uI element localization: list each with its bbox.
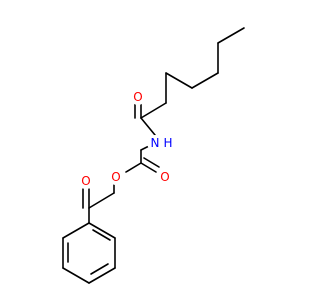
bond-ring-1 xyxy=(88,222,116,239)
ester-oxygen-bg xyxy=(108,169,124,185)
ester-carbonyl-oxygen-label: O xyxy=(160,170,169,184)
amide-hydrogen-label: H xyxy=(163,136,172,150)
bond-cester-o-dbl-1 xyxy=(140,162,157,173)
amide-oxygen-label: O xyxy=(133,90,142,104)
bond-c1-c2 xyxy=(217,27,245,44)
molecule-structure: O N H O O O xyxy=(62,27,245,284)
amide-nitrogen-label: N xyxy=(151,136,160,150)
bond-ring-4 xyxy=(62,267,90,284)
bond-ring-3 xyxy=(88,267,116,284)
ketone-oxygen-bg xyxy=(78,173,94,189)
amide-nitrogen-bg xyxy=(147,135,163,151)
atom-layer: O N H O O O xyxy=(78,89,173,189)
bond-ring-6 xyxy=(62,222,90,239)
bond-amide-cn xyxy=(140,117,156,136)
bond-c3-c4 xyxy=(191,72,219,89)
bond-c6-c7 xyxy=(140,102,167,119)
ketone-oxygen-label: O xyxy=(81,174,90,188)
bond-ch2-cketone xyxy=(88,192,115,209)
amide-oxygen-bg xyxy=(130,89,146,105)
ester-oxygen-label: O xyxy=(111,170,120,184)
bond-ring-inner-1 xyxy=(92,229,111,241)
bond-layer xyxy=(62,27,245,284)
ester-carbonyl-oxygen-bg xyxy=(157,169,173,185)
bond-c4-c5 xyxy=(165,72,193,89)
bond-cester-oester xyxy=(125,162,142,173)
bond-ring-inner-2 xyxy=(90,263,109,275)
bond-cester-o-dbl-2 xyxy=(143,157,160,168)
